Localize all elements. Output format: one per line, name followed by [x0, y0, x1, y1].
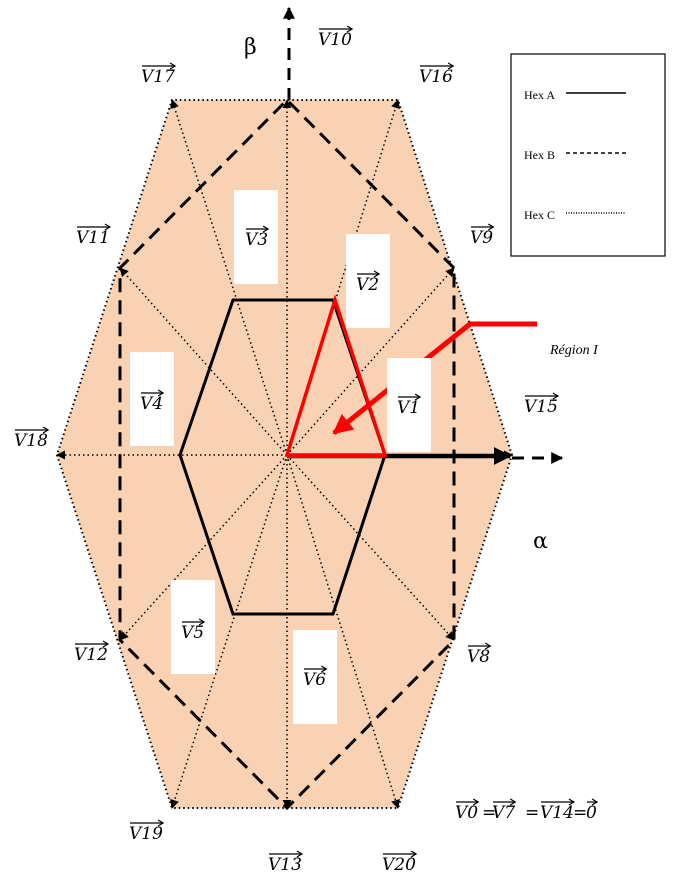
- label-v9: V9: [470, 228, 493, 248]
- overline-arrowhead-eq-zero: [591, 798, 599, 806]
- label-v20: V20: [382, 855, 416, 875]
- label-box-v2: [346, 234, 390, 328]
- hex-a-outline: [178, 298, 387, 616]
- overline-arrowhead-label-v12: [102, 640, 110, 648]
- label-v4: V4: [140, 394, 163, 414]
- legend-hex-c-label: Hex C: [524, 208, 555, 222]
- label-v2: V2: [356, 275, 379, 295]
- label-v1: V1: [397, 398, 420, 418]
- eq-sign-1: =: [482, 803, 496, 823]
- label-box-v3: [234, 190, 278, 284]
- overline-arrowhead-label-v6: [320, 665, 328, 673]
- overline-arrowhead-label-v20: [410, 850, 418, 858]
- region-pointer-arrow: [332, 321, 537, 435]
- vector-overline-arrows: [15, 25, 599, 858]
- label-box-v1: [387, 358, 431, 452]
- eq-sign-2: =: [525, 803, 539, 823]
- overline-arrowhead-eq-v14: [568, 798, 576, 806]
- overline-arrowhead-eq-v0: [472, 798, 480, 806]
- zero-vector-equation: V0 = V7 = V14 = 0: [455, 803, 597, 823]
- region-label: Région I: [549, 343, 599, 358]
- label-v13: V13: [268, 855, 302, 875]
- overline-arrowhead-label-v11: [104, 223, 112, 231]
- label-v12: V12: [74, 645, 108, 665]
- overline-arrowhead-label-v8: [484, 642, 492, 650]
- legend-hex-a-label: Hex A: [524, 88, 555, 102]
- eq-v7: V7: [492, 803, 515, 823]
- legend-hex-b-label: Hex B: [524, 148, 555, 162]
- overline-arrowhead-label-v15: [552, 392, 560, 400]
- eq-zero: 0: [586, 803, 597, 823]
- overline-arrowhead-label-v13: [296, 850, 304, 858]
- label-box-v4: [130, 352, 174, 446]
- label-v5: V5: [181, 623, 204, 643]
- spoke-lines: [56, 99, 513, 809]
- overline-arrowhead-label-v3: [262, 225, 270, 233]
- overline-arrowhead-label-v17: [169, 62, 177, 70]
- label-box-v6: [293, 630, 337, 724]
- label-v17: V17: [141, 67, 175, 87]
- label-v6: V6: [303, 670, 326, 690]
- beta-axis-label: β: [244, 35, 257, 60]
- overline-arrowhead-label-v1: [414, 393, 422, 401]
- eq-v0: V0: [455, 803, 478, 823]
- eq-sign-3: =: [573, 803, 587, 823]
- overline-arrowhead-label-v18: [42, 426, 50, 434]
- eq-v14: V14: [540, 803, 574, 823]
- outer-vector-labels: V8 V9 V10 V11 V12 V13 V15 V16 V17 V18 V1…: [14, 30, 558, 875]
- overline-arrowhead-label-v10: [346, 25, 354, 33]
- label-v8: V8: [467, 647, 490, 667]
- overline-arrowhead-label-v5: [198, 618, 206, 626]
- label-v18: V18: [14, 431, 48, 451]
- overline-arrowhead-eq-v7: [509, 798, 517, 806]
- legend-box: [510, 53, 666, 257]
- legend: Hex A Hex B Hex C: [510, 53, 666, 257]
- overline-arrowhead-label-v19: [157, 819, 165, 827]
- overline-arrowhead-label-v2: [373, 270, 381, 278]
- label-v3: V3: [245, 230, 268, 250]
- alpha-axis-label: α: [533, 529, 548, 554]
- inner-vector-labels: V1 V2 V3 V4 V5 V6: [140, 230, 420, 690]
- label-v19: V19: [129, 824, 163, 844]
- overline-arrowhead-label-v9: [487, 223, 495, 231]
- label-box-v5: [171, 580, 215, 674]
- label-v16: V16: [419, 67, 453, 87]
- label-v15: V15: [524, 397, 558, 417]
- label-v11: V11: [76, 228, 110, 248]
- overline-arrowhead-label-v4: [157, 389, 165, 397]
- label-v10: V10: [318, 30, 352, 50]
- overline-arrowhead-label-v16: [447, 62, 455, 70]
